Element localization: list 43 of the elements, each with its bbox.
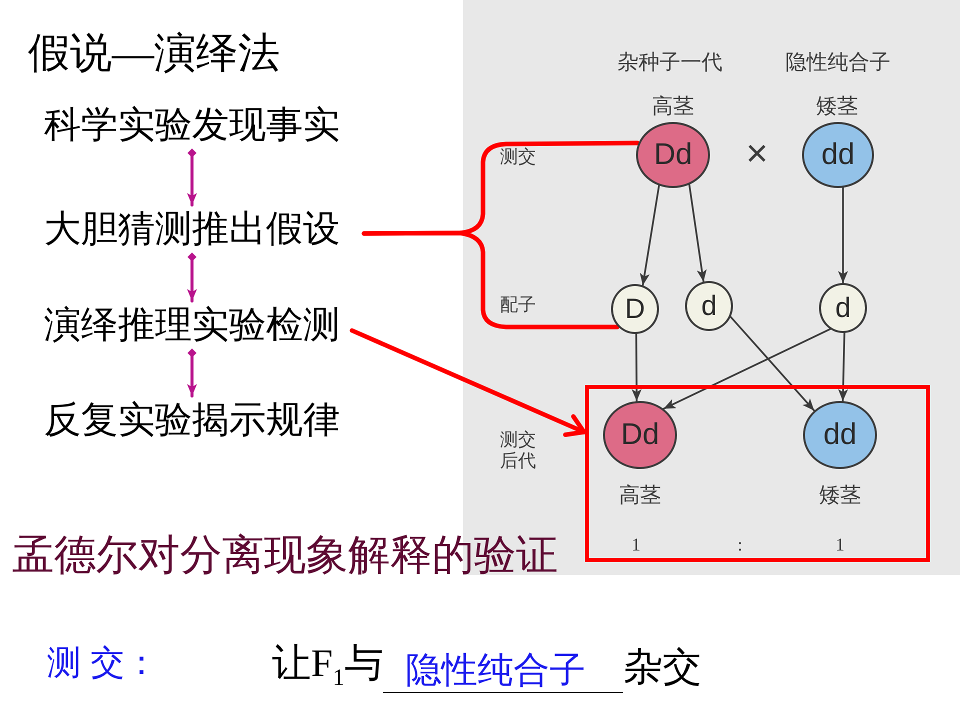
row-label: 配子 bbox=[500, 294, 536, 316]
highlight-frame bbox=[585, 385, 930, 562]
arrow bbox=[187, 148, 197, 206]
genotype-label: dd bbox=[823, 420, 857, 450]
row-label: 测交 bbox=[500, 146, 536, 168]
sentence-text: 让F$_{1}$与 bbox=[272, 641, 384, 693]
arrow bbox=[640, 184, 660, 286]
phenotype-label: 高茎 bbox=[652, 94, 694, 120]
genotype-label: dd bbox=[821, 140, 855, 170]
arrow bbox=[632, 333, 642, 402]
arrow bbox=[838, 186, 848, 284]
arrow bbox=[688, 184, 707, 283]
step-text: 科学实验发现事实 bbox=[44, 104, 340, 147]
allele-label: D bbox=[624, 295, 646, 323]
fill-in-line: 隐性纯合子 bbox=[383, 647, 624, 694]
sentence-text: 杂交 bbox=[623, 645, 702, 692]
heading: 孟德尔对分离现象解释的验证 bbox=[12, 532, 558, 580]
arrow bbox=[187, 348, 197, 398]
step-text: 反复实验揭示规律 bbox=[44, 399, 340, 442]
arrow bbox=[187, 252, 197, 302]
arrow bbox=[662, 328, 832, 410]
arrow bbox=[350, 328, 586, 437]
step-text: 大胆猜测推出假设 bbox=[44, 208, 340, 251]
phenotype-label: 矮茎 bbox=[819, 484, 861, 508]
arrow bbox=[730, 316, 816, 412]
ratio-number: 1 bbox=[836, 534, 844, 556]
phenotype-label: 高茎 bbox=[619, 484, 661, 508]
cross-symbol: × bbox=[746, 133, 768, 177]
allele-label: d bbox=[701, 292, 717, 320]
genotype-label: Dd bbox=[654, 140, 692, 170]
allele-label: d bbox=[835, 294, 851, 322]
genotype-label: Dd bbox=[620, 420, 660, 450]
ratio-colon: : bbox=[738, 534, 742, 556]
column-heading: 杂种子一代 bbox=[618, 50, 722, 76]
step-text: 演绎推理实验检测 bbox=[44, 304, 340, 347]
phenotype-label: 矮茎 bbox=[816, 94, 858, 120]
title: 假说—演绎法 bbox=[28, 30, 280, 78]
row-label: 测交后代 bbox=[500, 429, 536, 471]
brace-line bbox=[362, 230, 620, 330]
arrow bbox=[838, 332, 848, 402]
column-heading: 隐性纯合子 bbox=[786, 50, 890, 76]
ratio-number: 1 bbox=[632, 534, 640, 556]
term-label: 测 交： bbox=[47, 643, 158, 684]
